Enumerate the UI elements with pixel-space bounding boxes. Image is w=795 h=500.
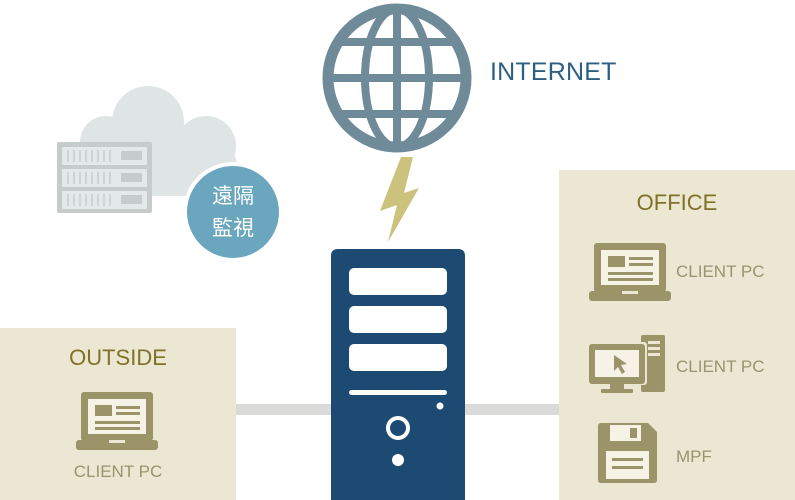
office-title: OFFICE — [636, 190, 718, 215]
remote-monitoring-label-line-1: 遠隔 — [212, 184, 254, 208]
cursor-icon — [614, 355, 627, 374]
globe-icon — [322, 3, 472, 153]
office-mpf-label: MPF — [676, 447, 712, 466]
laptop-icon — [589, 243, 671, 301]
server-rack-icon — [57, 142, 152, 213]
server-tower-icon — [331, 249, 465, 500]
remote-monitoring-label-line-2: 監視 — [212, 216, 254, 240]
laptop-icon — [76, 392, 158, 450]
lightning-icon — [380, 157, 419, 242]
server-indicator-light — [436, 402, 444, 410]
office-connector-line — [465, 404, 559, 415]
server-drive-bay — [349, 268, 447, 295]
server-divider — [349, 390, 447, 395]
internet-label: INTERNET — [490, 58, 617, 86]
server-status-dot — [392, 454, 404, 466]
office-laptop-label: CLIENT PC — [676, 262, 765, 281]
server-drive-bay — [349, 306, 447, 333]
server-drive-bay — [349, 344, 447, 371]
outside-client-pc-label: CLIENT PC — [73, 462, 163, 481]
outside-title: OUTSIDE — [69, 345, 167, 370]
desktop-icon — [587, 335, 665, 393]
office-desktop-label: CLIENT PC — [676, 357, 765, 376]
floppy-disk-icon — [598, 423, 657, 483]
server-power-button — [386, 416, 410, 440]
outside-connector-line — [236, 404, 331, 415]
remote-monitoring-badge — [183, 162, 283, 262]
